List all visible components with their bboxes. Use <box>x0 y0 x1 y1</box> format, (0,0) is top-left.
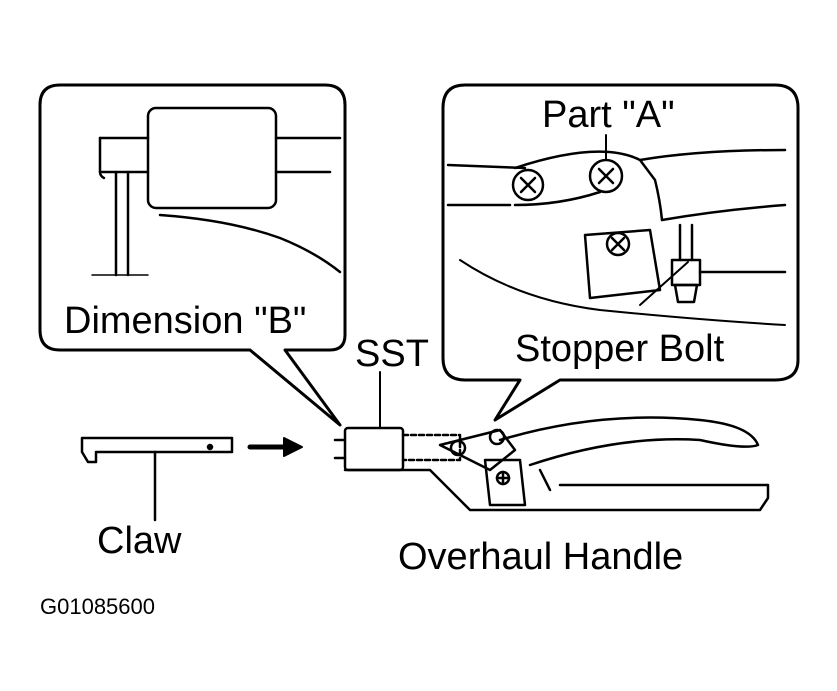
dimension-b-detail <box>91 106 342 277</box>
sst-label: SST <box>355 333 429 375</box>
overhaul-handle-label: Overhaul Handle <box>398 536 684 578</box>
claw-drawing <box>80 436 234 522</box>
claw-label: Claw <box>97 520 182 562</box>
part-a-callout <box>441 83 800 422</box>
stopper-bolt-label: Stopper Bolt <box>515 328 725 370</box>
overhaul-handle-drawing <box>333 416 770 512</box>
figure-id-label: G01085600 <box>40 594 155 619</box>
dimension-b-callout <box>38 83 347 427</box>
part-a-detail <box>446 148 787 326</box>
part-a-label: Part "A" <box>542 94 675 136</box>
dimension-b-label: Dimension "B" <box>64 300 307 342</box>
